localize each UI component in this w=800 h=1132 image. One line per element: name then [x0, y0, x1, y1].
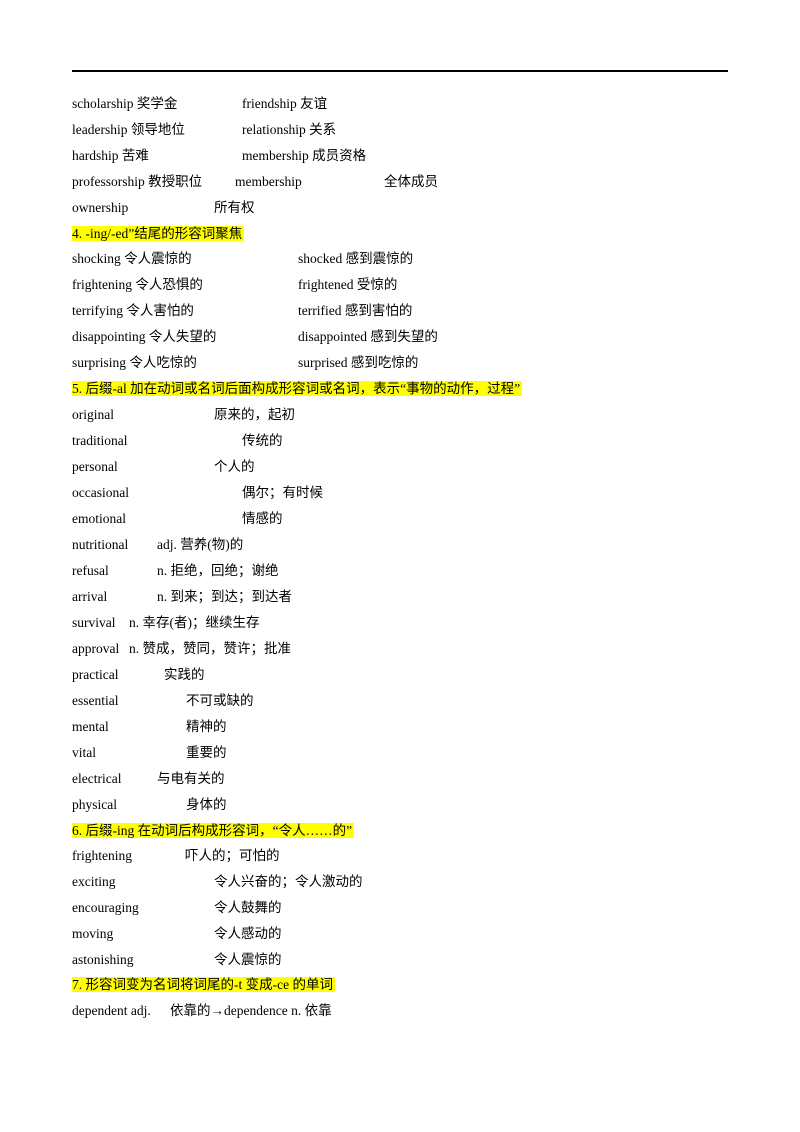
term: refusal: [72, 563, 109, 578]
term: occasional: [72, 485, 129, 500]
term: personal: [72, 459, 118, 474]
term-left: shocking 令人震惊的: [72, 251, 192, 266]
term-right: friendship 友谊: [242, 96, 328, 111]
term: essential: [72, 693, 119, 708]
term: arrival: [72, 589, 108, 604]
term-left: disappointing 令人失望的: [72, 329, 217, 344]
term-right: terrified 感到害怕的: [298, 303, 413, 318]
meaning: 个人的: [214, 459, 255, 474]
meaning: 情感的: [242, 511, 283, 526]
term: astonishing: [72, 952, 134, 967]
term-right: membership: [235, 174, 302, 189]
term-right: frightened 受惊的: [298, 277, 398, 292]
term-right: relationship 关系: [242, 122, 337, 137]
term-right: disappointed 感到失望的: [298, 329, 438, 344]
term-left: professorship 教授职位: [72, 174, 203, 189]
meaning: n. 幸存(者)；继续生存: [129, 615, 260, 630]
meaning: 令人兴奋的；令人激动的: [214, 874, 363, 889]
term: mental: [72, 719, 109, 734]
term-left: surprising 令人吃惊的: [72, 355, 197, 370]
meaning: 与电有关的: [157, 771, 225, 786]
term-right: shocked 感到震惊的: [298, 251, 414, 266]
meaning: 实践的: [164, 667, 205, 682]
term-meaning: 全体成员: [384, 174, 438, 189]
term-meaning: 所有权: [214, 200, 255, 215]
heading-highlight: 6. 后缀-ing 在动词后构成形容词，“令人……的”: [72, 823, 355, 838]
term: approval: [72, 641, 120, 656]
meaning: 令人鼓舞的: [214, 900, 282, 915]
term: original: [72, 407, 114, 422]
term: moving: [72, 926, 114, 941]
section-heading-4: 4. -ing/-ed”结尾的形容词聚焦: [72, 224, 245, 244]
heading-highlight: 4. -ing/-ed”结尾的形容词聚焦: [72, 226, 245, 241]
term-right: membership 成员资格: [242, 148, 367, 163]
meaning: n. 赞成，赞同，赞许；批准: [129, 641, 291, 656]
term-right: surprised 感到吃惊的: [298, 355, 419, 370]
term: frightening: [72, 848, 132, 863]
term: exciting: [72, 874, 116, 889]
meaning: 依靠的→dependence n. 依靠: [170, 1003, 332, 1018]
meaning: 令人感动的: [214, 926, 282, 941]
term: vital: [72, 745, 96, 760]
top-rule: [72, 70, 728, 72]
meaning: adj. 营养(物)的: [157, 537, 244, 552]
term-left: terrifying 令人害怕的: [72, 303, 194, 318]
meaning: 重要的: [186, 745, 227, 760]
section-heading-7: 7. 形容词变为名词将词尾的-t 变成-ce 的单词: [72, 975, 335, 995]
term-left: hardship 苦难: [72, 148, 149, 163]
section-heading-5: 5. 后缀-al 加在动词或名词后面构成形容词或名词，表示“事物的动作，过程”: [72, 379, 523, 399]
term: physical: [72, 797, 117, 812]
meaning: 传统的: [242, 433, 283, 448]
meaning: n. 到来；到达；到达者: [157, 589, 292, 604]
term: traditional: [72, 433, 128, 448]
term: practical: [72, 667, 119, 682]
meaning: 身体的: [186, 797, 227, 812]
term: nutritional: [72, 537, 129, 552]
term-left: frightening 令人恐惧的: [72, 277, 203, 292]
term: emotional: [72, 511, 126, 526]
term-left: leadership 领导地位: [72, 122, 185, 137]
heading-highlight: 7. 形容词变为名词将词尾的-t 变成-ce 的单词: [72, 977, 335, 992]
term: dependent adj.: [72, 1003, 151, 1018]
term: electrical: [72, 771, 122, 786]
meaning: 偶尔；有时候: [242, 485, 323, 500]
section-heading-6: 6. 后缀-ing 在动词后构成形容词，“令人……的”: [72, 821, 355, 841]
heading-highlight: 5. 后缀-al 加在动词或名词后面构成形容词或名词，表示“事物的动作，过程”: [72, 381, 523, 396]
meaning: 精神的: [186, 719, 227, 734]
meaning: 不可或缺的: [186, 693, 254, 708]
meaning: 吓人的；可怕的: [185, 848, 280, 863]
meaning: n. 拒绝，回绝；谢绝: [157, 563, 279, 578]
meaning: 原来的，起初: [214, 407, 295, 422]
term: encouraging: [72, 900, 139, 915]
meaning: 令人震惊的: [214, 952, 282, 967]
term-left: scholarship 奖学金: [72, 96, 178, 111]
term-left: ownership: [72, 200, 129, 215]
term: survival: [72, 615, 116, 630]
